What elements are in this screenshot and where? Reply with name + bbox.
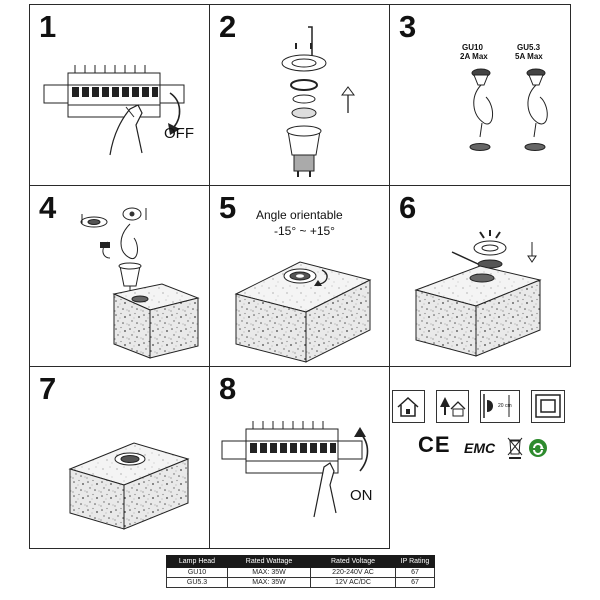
step-3-panel: 3 GU10 2A Max GU5.3 5A Max <box>389 4 571 186</box>
gu53-title: GU5.3 <box>517 43 541 52</box>
gu53-max-current: 5A Max <box>515 52 543 61</box>
fitting-exploded-illustration <box>281 26 355 177</box>
step-number: 2 <box>219 9 237 44</box>
lamp-insert-illustration <box>80 207 200 359</box>
cell-wattage: MAX: 35W <box>227 567 311 578</box>
cell-wattage: MAX: 35W <box>227 577 311 588</box>
cover-fit-illustration <box>414 230 542 357</box>
lamp-connection-illustration <box>469 68 548 151</box>
step-6-panel: 6 <box>389 185 571 367</box>
step-1-panel: 1 <box>29 4 210 186</box>
step-number: 7 <box>39 371 57 406</box>
step-number: 1 <box>39 9 57 44</box>
cell-ip: 67 <box>395 567 435 578</box>
breaker-on-illustration <box>221 421 369 518</box>
angle-caption: Angle orientable <box>256 208 343 222</box>
cell-voltage: 220-240V AC <box>310 567 396 578</box>
depth-label: 20 cm <box>498 403 512 409</box>
step-number: 4 <box>39 190 57 225</box>
spec-header-row: Lamp Head Rated Wattage Rated Voltage IP… <box>166 555 435 568</box>
table-row: GU5.3 MAX: 35W 12V AC/DC 67 <box>166 577 435 588</box>
instruction-grid: 1 <box>29 4 571 549</box>
step-5-panel: 5 Angle orientable -15° ~ +15° <box>209 185 390 367</box>
step-number: 3 <box>399 9 417 44</box>
indoor-house-icon <box>392 390 425 423</box>
outdoor-tree-house-icon <box>436 390 469 423</box>
col-lamp-head: Lamp Head <box>166 555 228 568</box>
step-8-on-label: ON <box>350 487 373 504</box>
double-insulation-icon <box>531 390 565 423</box>
cell-lamp-head: GU5.3 <box>166 577 228 588</box>
step-number: 5 <box>219 190 237 225</box>
col-ip-rating: IP Rating <box>395 555 435 568</box>
certification-area: 20 cm CE EMC <box>388 382 571 547</box>
col-rated-voltage: Rated Voltage <box>310 555 396 568</box>
step-4-panel: 4 <box>29 185 210 367</box>
emc-mark: EMC <box>464 440 496 456</box>
recess-depth-icon: 20 cm <box>480 390 520 423</box>
angle-adjust-illustration <box>234 261 372 363</box>
spec-table: Lamp Head Rated Wattage Rated Voltage IP… <box>166 555 435 588</box>
gu10-title: GU10 <box>462 43 483 52</box>
breaker-panel-illustration <box>43 65 185 156</box>
cell-ip: 67 <box>395 577 435 588</box>
table-row: GU10 MAX: 35W 220-240V AC 67 <box>166 567 435 578</box>
gu10-max-current: 2A Max <box>460 52 488 61</box>
step-7-panel: 7 <box>29 366 210 549</box>
step-2-panel: 2 <box>209 4 390 186</box>
step-8-panel: 8 <box>209 366 390 549</box>
cell-lamp-head: GU10 <box>166 567 228 578</box>
step-1-off-label: OFF <box>164 125 194 142</box>
cell-voltage: 12V AC/DC <box>310 577 396 588</box>
ce-mark: CE <box>418 432 451 457</box>
angle-range: -15° ~ +15° <box>274 224 335 238</box>
step-number: 8 <box>219 371 237 406</box>
step-number: 6 <box>399 190 417 225</box>
recycle-icon <box>529 439 547 457</box>
col-rated-wattage: Rated Wattage <box>227 555 311 568</box>
weee-bin-icon <box>507 437 523 459</box>
installed-fitting-illustration <box>68 442 190 530</box>
